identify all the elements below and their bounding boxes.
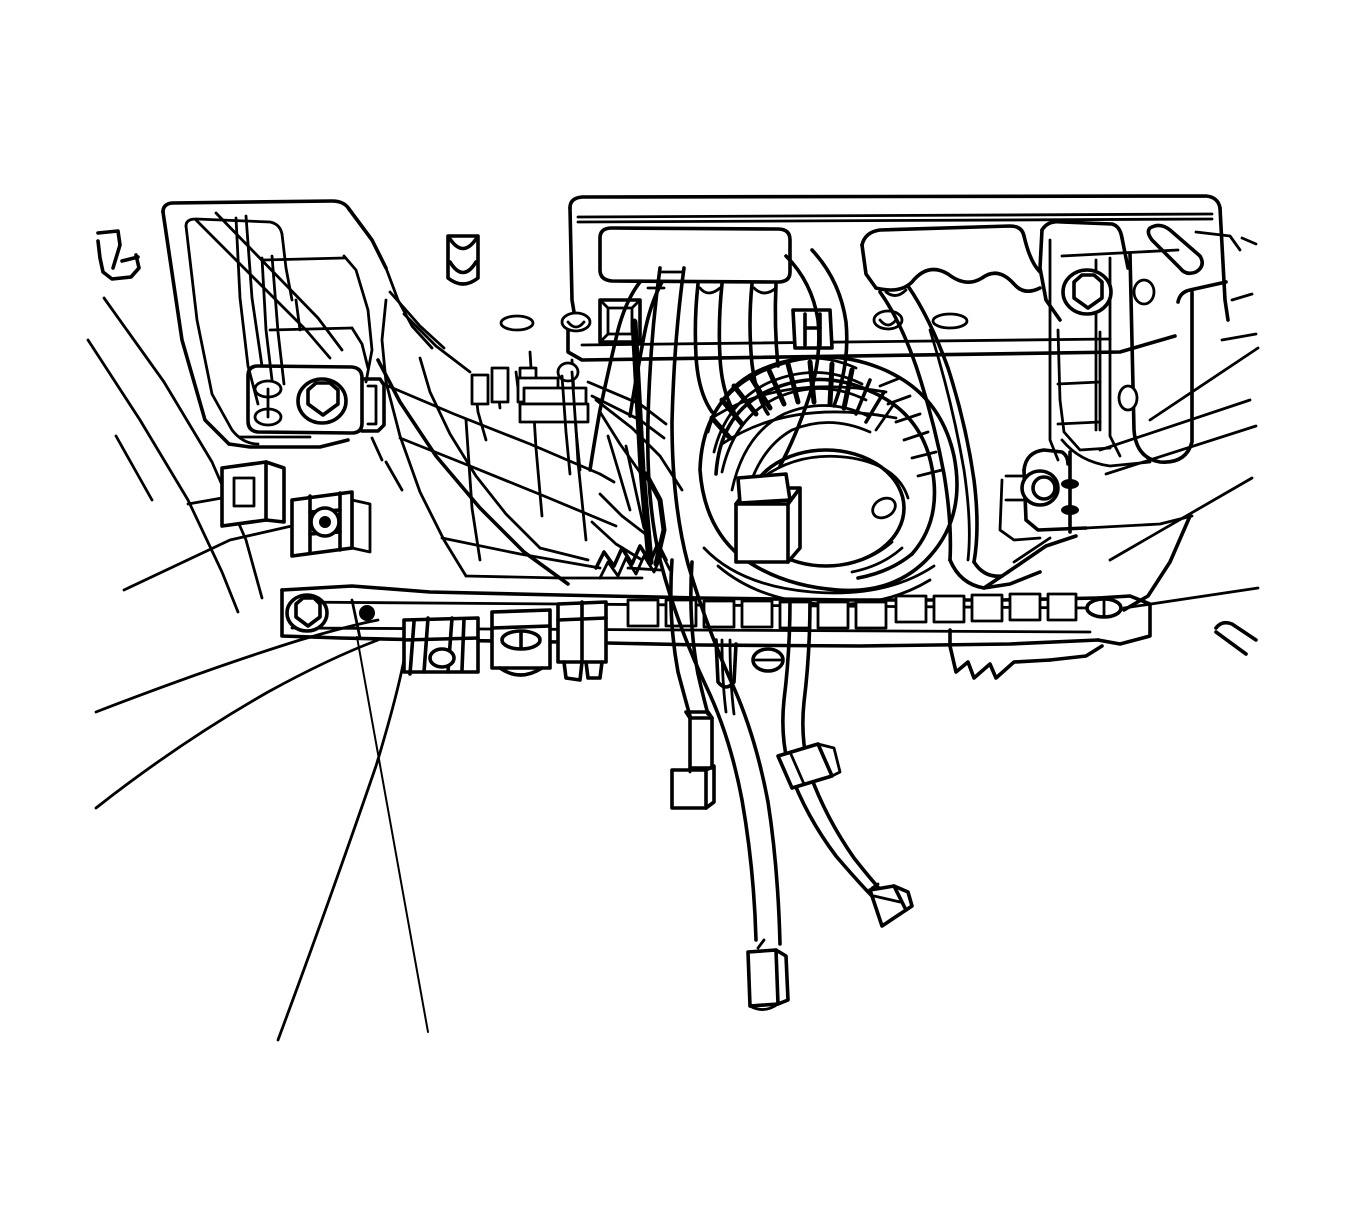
carpet-floor <box>94 618 406 1042</box>
wire-harness-main <box>645 266 914 1011</box>
right-hex-bolt <box>1061 268 1113 316</box>
connector-bottom-barrel <box>746 938 790 1011</box>
blower-resistor-box <box>734 472 802 564</box>
lower-rail <box>280 584 1152 689</box>
rail-connector-center <box>490 608 552 677</box>
blower-fan-cage <box>706 356 898 508</box>
left-hex-bolt <box>296 377 348 425</box>
rail-connector-bank-right <box>556 600 608 682</box>
connector-rectangular <box>670 710 716 810</box>
misc-detail-lines <box>186 236 1258 640</box>
rail-connector-bank-left <box>402 616 480 676</box>
right-trim-panel <box>1098 230 1260 656</box>
connector-blade-terminal <box>868 882 914 928</box>
callout-leader <box>356 636 429 1033</box>
right-upper-bracket <box>1038 219 1194 468</box>
top-crossbeam <box>499 194 1230 362</box>
left-body-contours <box>86 296 320 614</box>
connector-inline <box>776 742 842 790</box>
left-relay-block <box>220 460 372 558</box>
center-grommet-stud <box>446 234 480 286</box>
blower-motor-housing <box>698 355 959 606</box>
left-bracket-assembly <box>96 199 388 449</box>
rail-hex-bolt <box>285 593 329 633</box>
